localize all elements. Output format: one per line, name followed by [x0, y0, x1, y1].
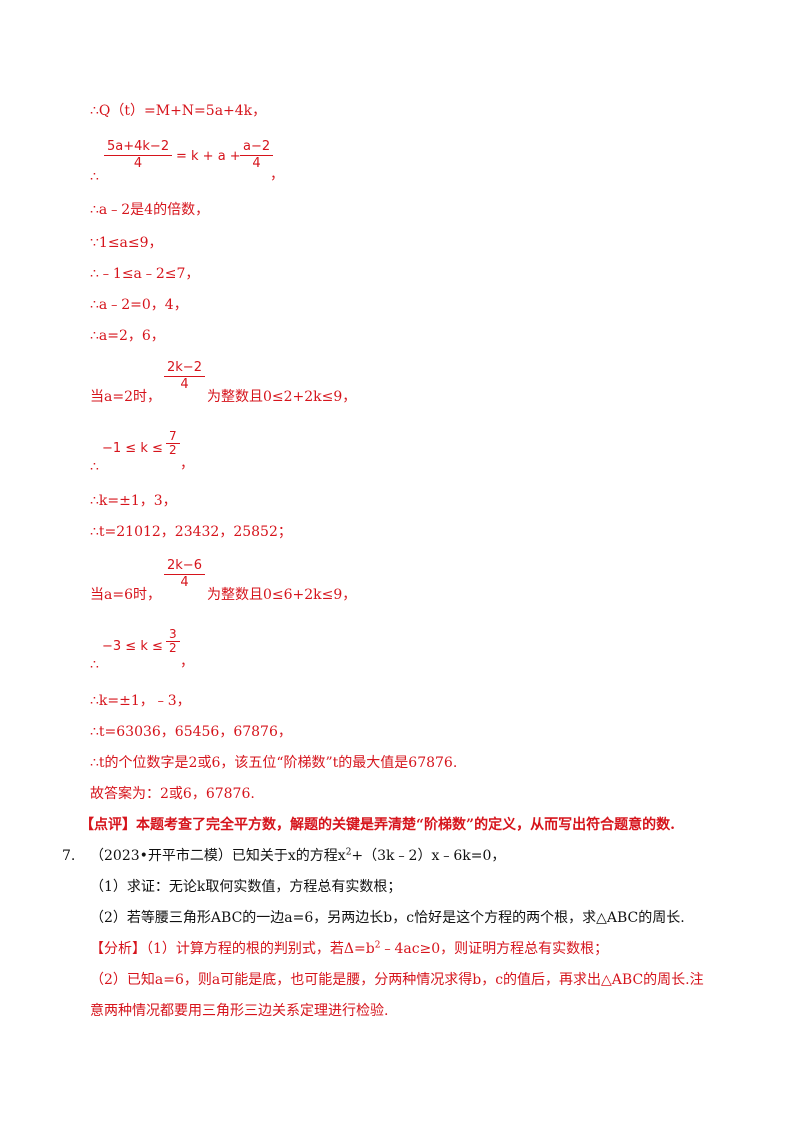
problem-stem-text: +（3k﹣2）x﹣6k=0， — [351, 848, 506, 864]
fraction-denominator: 4 — [180, 377, 189, 392]
fraction-numerator: 5a+4k−2 — [104, 139, 173, 156]
step-q-t: ∴Q（t）=M+N=5a+4k， — [90, 103, 267, 119]
fraction-denominator: 4 — [180, 575, 189, 590]
step-t-values-a2: ∴t=21012，23432，25852； — [90, 524, 292, 540]
fraction-denominator: 4 — [252, 156, 261, 171]
fraction-numerator: a−2 — [240, 139, 274, 156]
fraction-numerator: 2k−6 — [164, 558, 205, 575]
therefore-symbol: ∴ — [90, 459, 99, 475]
answer-line: 故答案为：2或6，67876. — [90, 786, 255, 802]
step-t-values-a6: ∴t=63036，65456，67876， — [90, 724, 292, 740]
fraction-a-2: a−2 4 — [240, 139, 274, 172]
fraction-2k-2: 2k−2 4 — [164, 360, 205, 393]
case-a6-condition: 为整数且0≤6+2k≤9， — [207, 587, 357, 603]
comma: ， — [180, 654, 194, 670]
fraction-numerator: 2k−2 — [164, 360, 205, 377]
inequality-k-a2: −1 ≤ k ≤ — [102, 441, 163, 456]
fraction-numerator: 3 — [166, 628, 180, 642]
step-k-values-a6: ∴k=±1，﹣3， — [90, 693, 191, 709]
exponent: 2 — [374, 940, 381, 951]
question-2: （2）若等腰三角形ABC的一边a=6，另两边长b，c恰好是这个方程的两个根，求△… — [90, 910, 685, 926]
fraction-3-2: 3 2 — [166, 628, 180, 655]
step-conclusion: ∴t的个位数字是2或6，该五位“阶梯数”t的最大值是67876. — [90, 755, 458, 771]
analysis-part-3: 意两种情况都要用三角形三边关系定理进行检验. — [90, 1003, 389, 1019]
step-range-a-2: ∴﹣1≤a﹣2≤7， — [90, 266, 200, 282]
fraction-denominator: 2 — [169, 443, 177, 457]
fraction-denominator: 2 — [169, 641, 177, 655]
step-a-values: ∴a=2，6， — [90, 328, 165, 344]
problem-stem-text: （2023•开平市二模）已知关于x的方程x — [90, 848, 346, 864]
case-a2-intro: 当a=2时， — [90, 389, 161, 405]
analysis-part-1: 【分析】（1）计算方程的根的判别式，若Δ=b2﹣4ac≥0，则证明方程总有实数根… — [90, 940, 608, 958]
case-a2-condition: 为整数且0≤2+2k≤9， — [207, 389, 357, 405]
inequality-k-a6: −3 ≤ k ≤ — [102, 639, 163, 654]
comma: ， — [180, 456, 194, 472]
problem-stem: （2023•开平市二模）已知关于x的方程x2+（3k﹣2）x﹣6k=0， — [90, 847, 505, 865]
fraction-7-2: 7 2 — [166, 430, 180, 457]
equation-middle: = k + a + — [176, 149, 241, 164]
step-multiple-of-4: ∴a﹣2是4的倍数， — [90, 202, 210, 218]
problem-number: 7. — [62, 848, 76, 864]
fraction-5a4k: 5a+4k−2 4 — [104, 139, 173, 172]
therefore-symbol: ∴ — [90, 169, 99, 185]
analysis-part-2: （2）已知a=6，则a可能是底，也可能是腰，分两种情况求得b，c的值后，再求出△… — [90, 972, 704, 988]
fraction-numerator: 7 — [166, 430, 180, 444]
step-range-a: ∵1≤a≤9， — [90, 235, 163, 251]
step-a-2-values: ∴a﹣2=0，4， — [90, 297, 188, 313]
question-1: （1）求证：无论k取何实数值，方程总有实数根； — [90, 879, 402, 895]
comma: ， — [270, 167, 284, 183]
fraction-denominator: 4 — [133, 156, 143, 171]
exponent: 2 — [345, 847, 352, 858]
analysis-text: ﹣4ac≥0，则证明方程总有实数根； — [380, 941, 609, 957]
comment-line: 【点评】本题考查了完全平方数，解题的关键是弄清楚“阶梯数”的定义，从而写出符合题… — [80, 817, 675, 833]
analysis-text: 【分析】（1）计算方程的根的判别式，若Δ=b — [90, 941, 375, 957]
fraction-2k-6: 2k−6 4 — [164, 558, 205, 591]
step-k-values-a2: ∴k=±1，3， — [90, 493, 177, 509]
case-a6-intro: 当a=6时， — [90, 587, 161, 603]
therefore-symbol: ∴ — [90, 657, 99, 673]
